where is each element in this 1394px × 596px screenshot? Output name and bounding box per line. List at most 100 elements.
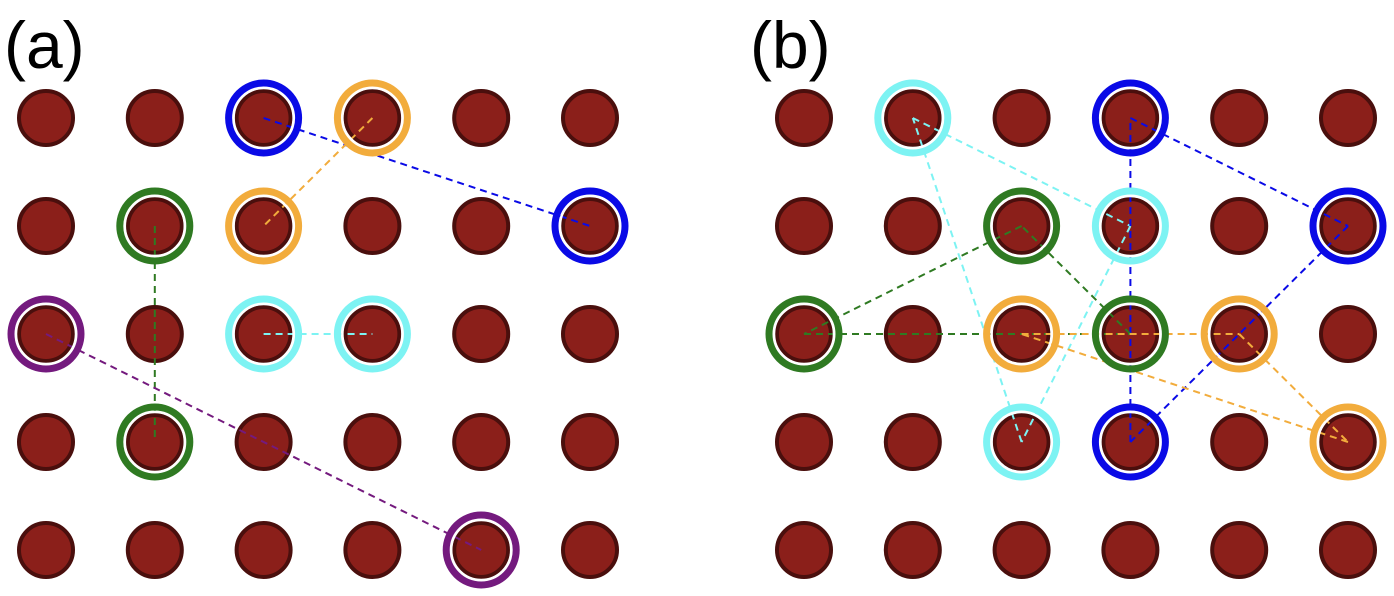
orange-highlight-ring bbox=[225, 187, 303, 265]
atom bbox=[452, 413, 511, 471]
panel-b-lattice bbox=[765, 79, 1387, 579]
green-dashed-bond bbox=[1020, 225, 1132, 335]
atom bbox=[343, 521, 402, 579]
panel-b-rings bbox=[765, 79, 1387, 481]
atom bbox=[561, 413, 619, 471]
white-ring bbox=[449, 518, 513, 582]
atom bbox=[452, 89, 511, 147]
white-ring bbox=[232, 86, 295, 150]
atom bbox=[992, 521, 1051, 579]
white-ring bbox=[558, 194, 622, 258]
atom bbox=[125, 521, 184, 579]
white-ring bbox=[1099, 194, 1162, 258]
atom bbox=[561, 89, 619, 147]
panel-a-label: (a) bbox=[4, 8, 85, 82]
atom bbox=[234, 521, 293, 579]
atom bbox=[1319, 305, 1377, 363]
orange-dashed-bond bbox=[1021, 333, 1349, 443]
white-ring bbox=[1316, 410, 1380, 474]
white-ring bbox=[1099, 410, 1162, 474]
white-ring bbox=[990, 194, 1053, 258]
white-ring bbox=[1207, 302, 1271, 366]
white-ring bbox=[990, 302, 1053, 366]
atom bbox=[775, 413, 833, 471]
blue-highlight-ring bbox=[225, 79, 303, 157]
atom bbox=[883, 413, 942, 471]
cyan-highlight-ring bbox=[225, 295, 303, 373]
white-ring bbox=[990, 410, 1053, 474]
white-ring bbox=[1099, 86, 1162, 150]
cyan-highlight-ring bbox=[983, 403, 1061, 481]
orange-highlight-ring bbox=[1309, 403, 1387, 481]
purple-dashed-bond bbox=[45, 333, 482, 551]
white-ring bbox=[123, 194, 187, 258]
green-highlight-ring bbox=[983, 187, 1061, 265]
white-ring bbox=[772, 302, 836, 366]
white-ring bbox=[232, 194, 295, 258]
atom bbox=[775, 197, 833, 255]
white-ring bbox=[1099, 302, 1162, 366]
atom bbox=[1210, 89, 1269, 147]
cyan-dashed-bond bbox=[912, 117, 1131, 227]
green-highlight-ring bbox=[1091, 295, 1169, 373]
atom bbox=[17, 413, 75, 471]
white-ring bbox=[1316, 194, 1380, 258]
green-dashed-bond bbox=[803, 225, 1023, 335]
panel-b-bonds bbox=[803, 117, 1349, 443]
atom bbox=[775, 521, 833, 579]
atom bbox=[1210, 413, 1269, 471]
blue-dashed-bond bbox=[1129, 225, 1349, 443]
white-ring bbox=[232, 302, 295, 366]
atom bbox=[992, 89, 1051, 147]
cyan-highlight-ring bbox=[874, 79, 952, 157]
orange-dashed-bond bbox=[262, 117, 374, 227]
atom bbox=[561, 521, 619, 579]
atom bbox=[343, 197, 402, 255]
atom bbox=[125, 413, 184, 471]
atom bbox=[343, 413, 402, 471]
purple-highlight-ring bbox=[7, 295, 85, 373]
atom bbox=[1319, 89, 1377, 147]
cyan-highlight-ring bbox=[1091, 187, 1169, 265]
white-ring bbox=[341, 302, 404, 366]
atom bbox=[452, 305, 511, 363]
orange-dashed-bond bbox=[1238, 333, 1349, 443]
atom bbox=[125, 89, 184, 147]
blue-highlight-ring bbox=[551, 187, 629, 265]
atom bbox=[883, 521, 942, 579]
blue-highlight-ring bbox=[1091, 403, 1169, 481]
green-highlight-ring bbox=[116, 403, 194, 481]
cyan-dashed-bond bbox=[911, 117, 1023, 443]
cyan-highlight-ring bbox=[333, 295, 411, 373]
atom bbox=[17, 197, 75, 255]
panel-b-label: (b) bbox=[750, 8, 831, 82]
white-ring bbox=[881, 86, 945, 150]
blue-highlight-ring bbox=[1309, 187, 1387, 265]
atom bbox=[452, 197, 511, 255]
blue-dashed-bond bbox=[263, 117, 591, 227]
green-highlight-ring bbox=[116, 187, 194, 265]
panel-a-lattice bbox=[7, 79, 629, 589]
purple-highlight-ring bbox=[442, 511, 520, 589]
white-ring bbox=[123, 410, 187, 474]
orange-highlight-ring bbox=[333, 79, 411, 157]
atom bbox=[1101, 521, 1160, 579]
blue-highlight-ring bbox=[1091, 79, 1169, 157]
atom bbox=[561, 305, 619, 363]
orange-highlight-ring bbox=[983, 295, 1061, 373]
atom bbox=[1210, 197, 1269, 255]
atom bbox=[17, 521, 75, 579]
atom bbox=[1210, 521, 1269, 579]
atom bbox=[17, 89, 75, 147]
blue-dashed-bond bbox=[1129, 117, 1349, 227]
atom bbox=[883, 197, 942, 255]
white-ring bbox=[341, 86, 404, 150]
white-ring bbox=[14, 302, 78, 366]
green-highlight-ring bbox=[765, 295, 843, 373]
atom bbox=[775, 89, 833, 147]
panel-a-rings bbox=[7, 79, 629, 589]
orange-highlight-ring bbox=[1200, 295, 1278, 373]
atom bbox=[1319, 521, 1377, 579]
atom bbox=[561, 197, 619, 255]
